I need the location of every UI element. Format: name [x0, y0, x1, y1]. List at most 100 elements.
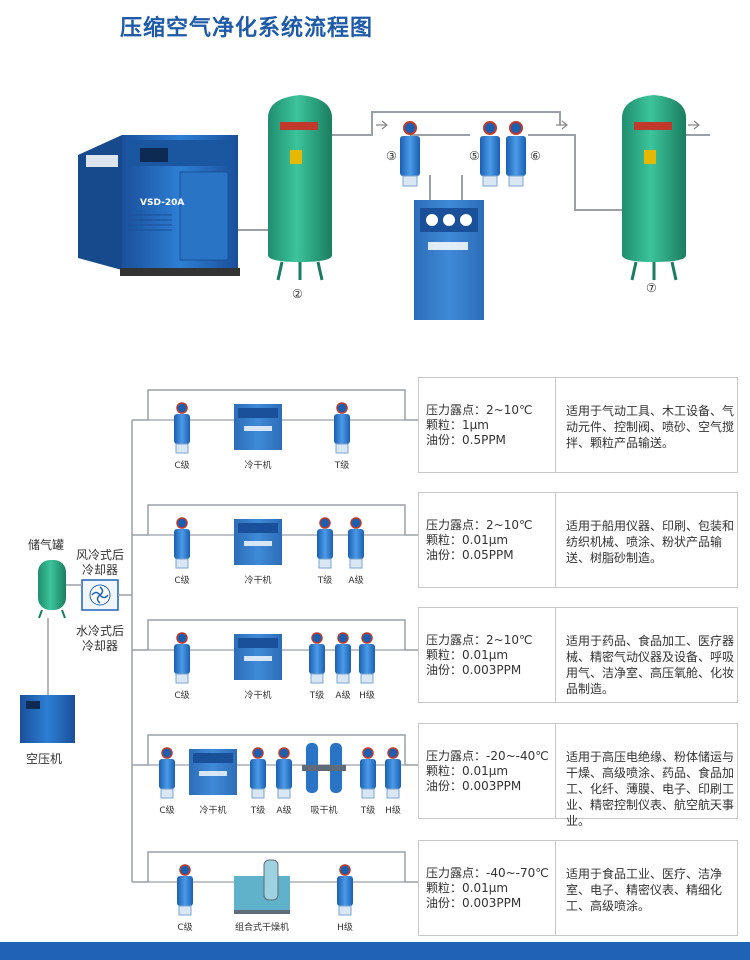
component-label: A级	[335, 689, 350, 701]
flow-arrow-icon	[688, 120, 700, 130]
spec-line: 压力露点：2~10℃	[426, 633, 533, 647]
spec-line: 压力露点：-20~-40℃	[426, 749, 549, 763]
filter	[360, 747, 376, 799]
air-cooler-label-line: 风冷式后	[75, 548, 124, 562]
spec-box	[418, 607, 556, 703]
brand-logo	[86, 155, 118, 167]
refrigerated-dryer	[234, 404, 282, 450]
page-title: 压缩空气净化系统流程图	[120, 16, 374, 41]
filter	[337, 864, 353, 916]
component-label: T级	[309, 689, 325, 701]
component-label: T级	[360, 804, 376, 816]
adsorption-dryer	[302, 743, 346, 793]
filter	[317, 517, 333, 569]
component-label: H级	[385, 804, 401, 816]
application-text: 适用于食品工业、医疗、洁净室、电子、精密仪表、精细化工、高级喷涂。	[566, 867, 723, 913]
water-cooler-label: 水冷式后 冷却器	[74, 624, 126, 654]
node-label: ②	[292, 287, 303, 301]
purification-row: C级 冷干机 T级 A级 H级	[132, 619, 418, 701]
pipe	[528, 134, 624, 211]
top-flow: VSD-20A	[78, 95, 710, 320]
spec-line: 颗粒：0.01μm	[426, 648, 509, 662]
component-label: C级	[159, 804, 174, 816]
filter	[334, 402, 350, 454]
component-label: 冷干机	[244, 574, 271, 586]
flow-arrow-icon	[376, 120, 388, 130]
filter	[385, 747, 401, 799]
application-text: 适用于船用仪器、印刷、包装和纺织机械、喷涂、粉状产品输送、树脂砂制造。	[566, 519, 735, 565]
spec-line: 油份：0.003PPM	[426, 779, 522, 793]
spec-box	[418, 723, 556, 819]
spec-box	[418, 492, 556, 588]
component-label: C级	[174, 689, 189, 701]
spec-line: 油份：0.003PPM	[426, 663, 522, 677]
compressor-label: 空压机	[26, 752, 63, 766]
air-compressor: VSD-20A	[78, 135, 240, 276]
component-label: H级	[359, 689, 375, 701]
spec-line: 压力露点：2~10℃	[426, 403, 533, 417]
filter	[309, 632, 325, 684]
spec-line: 颗粒：0.01μm	[426, 764, 509, 778]
filter-5	[480, 121, 500, 187]
spec-line: 颗粒：1μm	[426, 418, 489, 432]
application-text: 适用于高压电绝缘、粉体储运与干燥、高级喷涂、药品、食品加工、化纤、薄膜、电子、印…	[566, 750, 735, 828]
pipe	[132, 619, 418, 651]
compressor-model: VSD-20A	[140, 198, 184, 208]
air-cooler-label: 风冷式后 冷却器	[74, 548, 126, 578]
bottom-banner	[0, 942, 750, 960]
spec-line: 油份：0.5PPM	[426, 433, 506, 447]
pipe	[132, 389, 418, 421]
refrigerated-dryer	[189, 749, 237, 795]
spec-box	[418, 377, 556, 473]
application-box	[556, 723, 738, 819]
pipe	[132, 734, 418, 766]
filter	[177, 864, 193, 916]
water-cooler-label-line: 水冷式后	[75, 624, 124, 638]
spec-line: 颗粒：0.01μm	[426, 881, 509, 895]
filter	[348, 517, 364, 569]
spec-line: 油份：0.003PPM	[426, 896, 522, 910]
air-receiver-tank	[38, 560, 66, 610]
pipe	[132, 851, 418, 883]
component-label: 冷干机	[199, 804, 226, 816]
pipe	[132, 504, 418, 536]
component-label: 冷干机	[244, 689, 271, 701]
spec-line: 油份：0.05PPM	[426, 548, 514, 562]
node-label: ⑦	[646, 281, 657, 295]
filter-6	[506, 121, 526, 187]
filter	[276, 747, 292, 799]
node-label: ③	[386, 149, 397, 163]
control-panel	[140, 148, 168, 162]
air-receiver-tank	[622, 95, 686, 281]
filter	[335, 632, 351, 684]
spec-line: 压力露点：-40~-70℃	[426, 866, 549, 880]
refrigerated-dryer	[234, 519, 282, 565]
source-equipment	[20, 420, 133, 882]
refrigerated-dryer	[414, 200, 484, 320]
filter	[250, 747, 266, 799]
application-box	[556, 377, 738, 473]
filter	[174, 632, 190, 684]
component-label: 吸干机	[310, 804, 337, 816]
flow-arrow-icon	[556, 120, 568, 130]
tank-label: 储气罐	[28, 538, 65, 552]
water-cooler-label-line: 冷却器	[81, 639, 118, 653]
component-label: C级	[174, 574, 189, 586]
component-label: 冷干机	[244, 459, 271, 471]
component-label: A级	[276, 804, 291, 816]
component-label: T级	[250, 804, 266, 816]
combined-dryer	[234, 859, 290, 914]
pipe	[328, 111, 561, 136]
refrigerated-dryer	[234, 634, 282, 680]
spec-line: 颗粒：0.01μm	[426, 533, 509, 547]
node-label: ⑥	[530, 149, 541, 163]
